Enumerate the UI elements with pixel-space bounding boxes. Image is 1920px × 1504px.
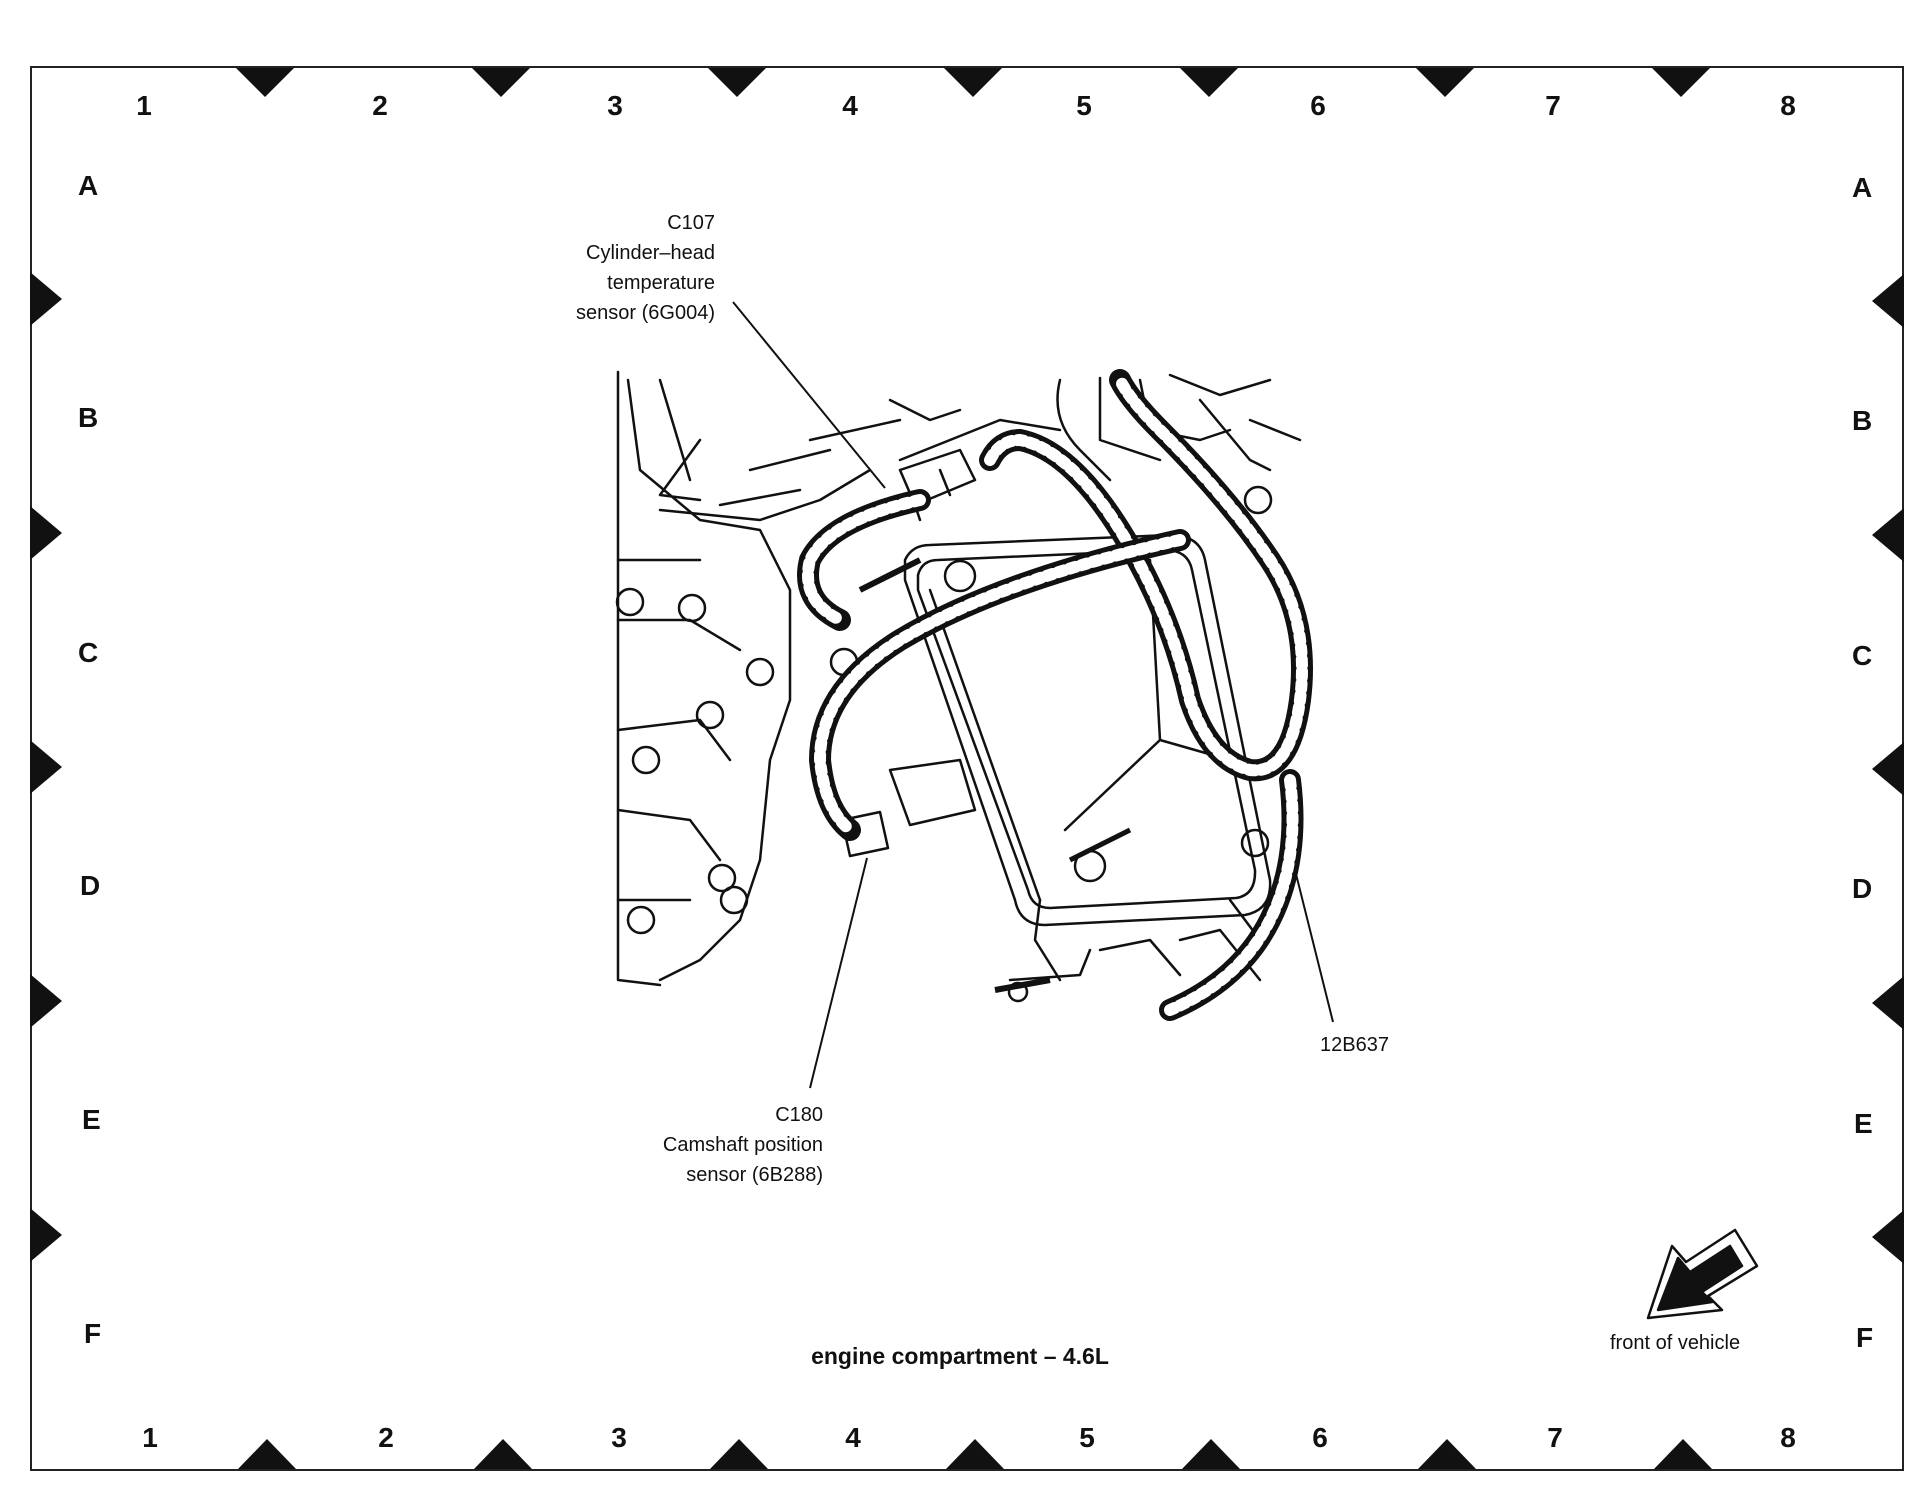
row-label-right: F (1856, 1322, 1874, 1353)
c180-name-line2: sensor (6B288) (686, 1164, 823, 1186)
col-label-top: 2 (372, 90, 388, 121)
row-label-right: E (1854, 1108, 1873, 1139)
harness-id: 12B637 (1320, 1034, 1389, 1056)
c107-callout: C107 Cylinder–head temperature sensor (6… (576, 208, 715, 328)
c180-connector-id: C180 (775, 1104, 823, 1126)
col-label-bottom: 4 (845, 1422, 861, 1453)
col-label-top: 1 (136, 90, 152, 121)
col-label-top: 8 (1780, 90, 1796, 121)
front-of-vehicle-label: front of vehicle (1610, 1332, 1741, 1354)
row-label-left: A (78, 170, 99, 201)
col-label-top: 4 (842, 90, 858, 121)
row-label-right: A (1852, 172, 1873, 203)
row-label-right: D (1852, 873, 1873, 904)
row-label-right: B (1852, 405, 1873, 436)
c107-name-line1: Cylinder–head (586, 242, 715, 264)
col-label-top: 7 (1545, 90, 1561, 121)
col-label-bottom: 6 (1312, 1422, 1328, 1453)
harness-callout: 12B637 (1320, 1030, 1389, 1060)
c180-callout: C180 Camshaft position sensor (6B288) (663, 1100, 823, 1190)
col-label-top: 6 (1310, 90, 1326, 121)
c180-name-line1: Camshaft position (662, 1134, 823, 1156)
col-label-bottom: 2 (378, 1422, 394, 1453)
col-label-bottom: 8 (1780, 1422, 1796, 1453)
c107-connector-id: C107 (667, 212, 715, 234)
diagram-caption: engine compartment – 4.6L (811, 1343, 1109, 1369)
row-label-left: E (82, 1104, 101, 1135)
col-label-top: 3 (607, 90, 623, 121)
row-label-left: F (84, 1318, 102, 1349)
c107-name-line2: temperature (607, 272, 715, 294)
col-label-bottom: 3 (611, 1422, 627, 1453)
col-label-bottom: 1 (142, 1422, 158, 1453)
col-label-bottom: 5 (1079, 1422, 1095, 1453)
row-label-left: D (80, 870, 101, 901)
col-label-bottom: 7 (1547, 1422, 1563, 1453)
harness-leader-line (1295, 873, 1334, 1023)
c107-name-line3: sensor (6G004) (576, 302, 715, 324)
col-label-top: 5 (1076, 90, 1092, 121)
row-label-left: B (78, 402, 99, 433)
row-label-right: C (1852, 640, 1873, 671)
row-label-left: C (78, 637, 99, 668)
c180-leader-line (809, 857, 868, 1089)
c107-leader-line (732, 301, 886, 489)
